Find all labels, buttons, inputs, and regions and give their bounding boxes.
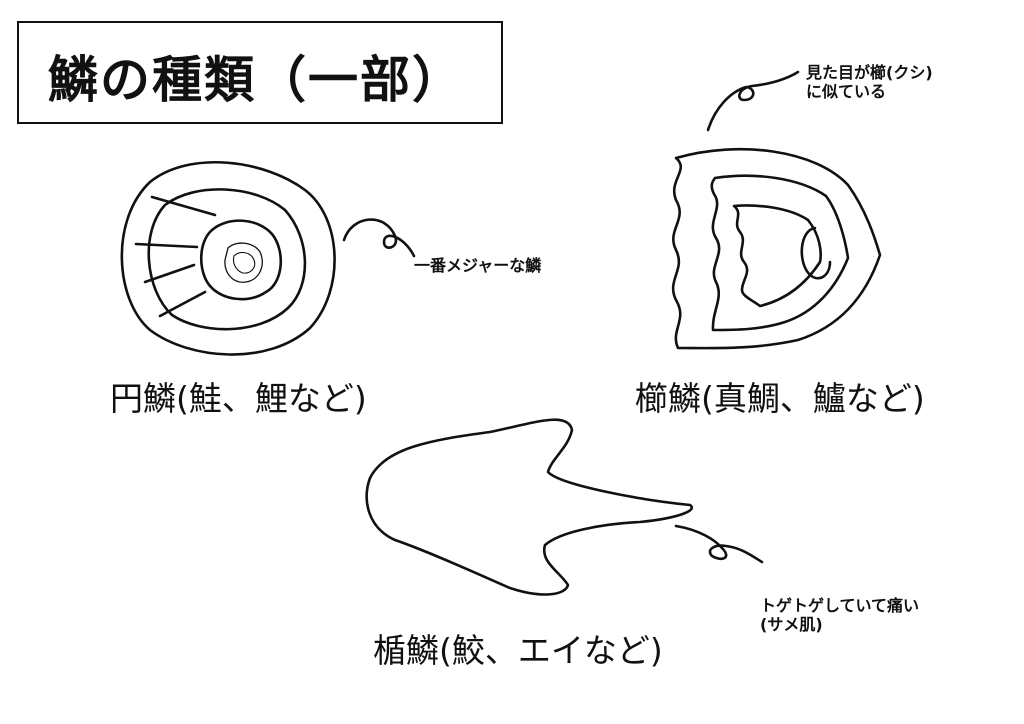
- cycloid-scale-label: 円鱗(鮭、鯉など): [110, 379, 367, 418]
- ctenoid-inner-fan: [732, 204, 822, 308]
- ctenoid-scale-label: 櫛鱗(真鯛、鱸など): [635, 379, 925, 418]
- ctenoid-scale-drawing: [671, 70, 882, 350]
- cycloid-core: [232, 251, 256, 274]
- ctenoid-focus: [800, 226, 832, 280]
- ctenoid-outline: [671, 147, 882, 350]
- cycloid-ring-3: [199, 219, 283, 301]
- placoid-scale-note-line1: トゲトゲしていて痛い: [760, 596, 920, 615]
- cycloid-outer-ring: [120, 160, 336, 356]
- placoid-scale-drawing: [365, 418, 764, 596]
- ctenoid-inner-band: [710, 174, 850, 332]
- cycloid-pointer: [342, 218, 416, 258]
- ctenoid-scale-note-line2: に似ている: [806, 82, 887, 101]
- title-box: [17, 21, 503, 124]
- placoid-scale-note-line2: (サメ肌): [760, 615, 823, 634]
- ctenoid-pointer: [706, 70, 800, 132]
- ctenoid-scale-note-line1: 見た目が櫛(クシ): [806, 63, 933, 82]
- placoid-scale-label: 楯鱗(鮫、エイなど): [373, 631, 663, 670]
- cycloid-scale-drawing: [120, 160, 416, 356]
- cycloid-ring-2: [147, 188, 307, 331]
- placoid-outline: [365, 418, 694, 596]
- page-title: 鱗の種類（一部）: [48, 51, 464, 109]
- cycloid-ring-4: [224, 242, 263, 283]
- cycloid-scale-note: 一番メジャーな鱗: [414, 256, 542, 275]
- placoid-pointer: [674, 524, 764, 564]
